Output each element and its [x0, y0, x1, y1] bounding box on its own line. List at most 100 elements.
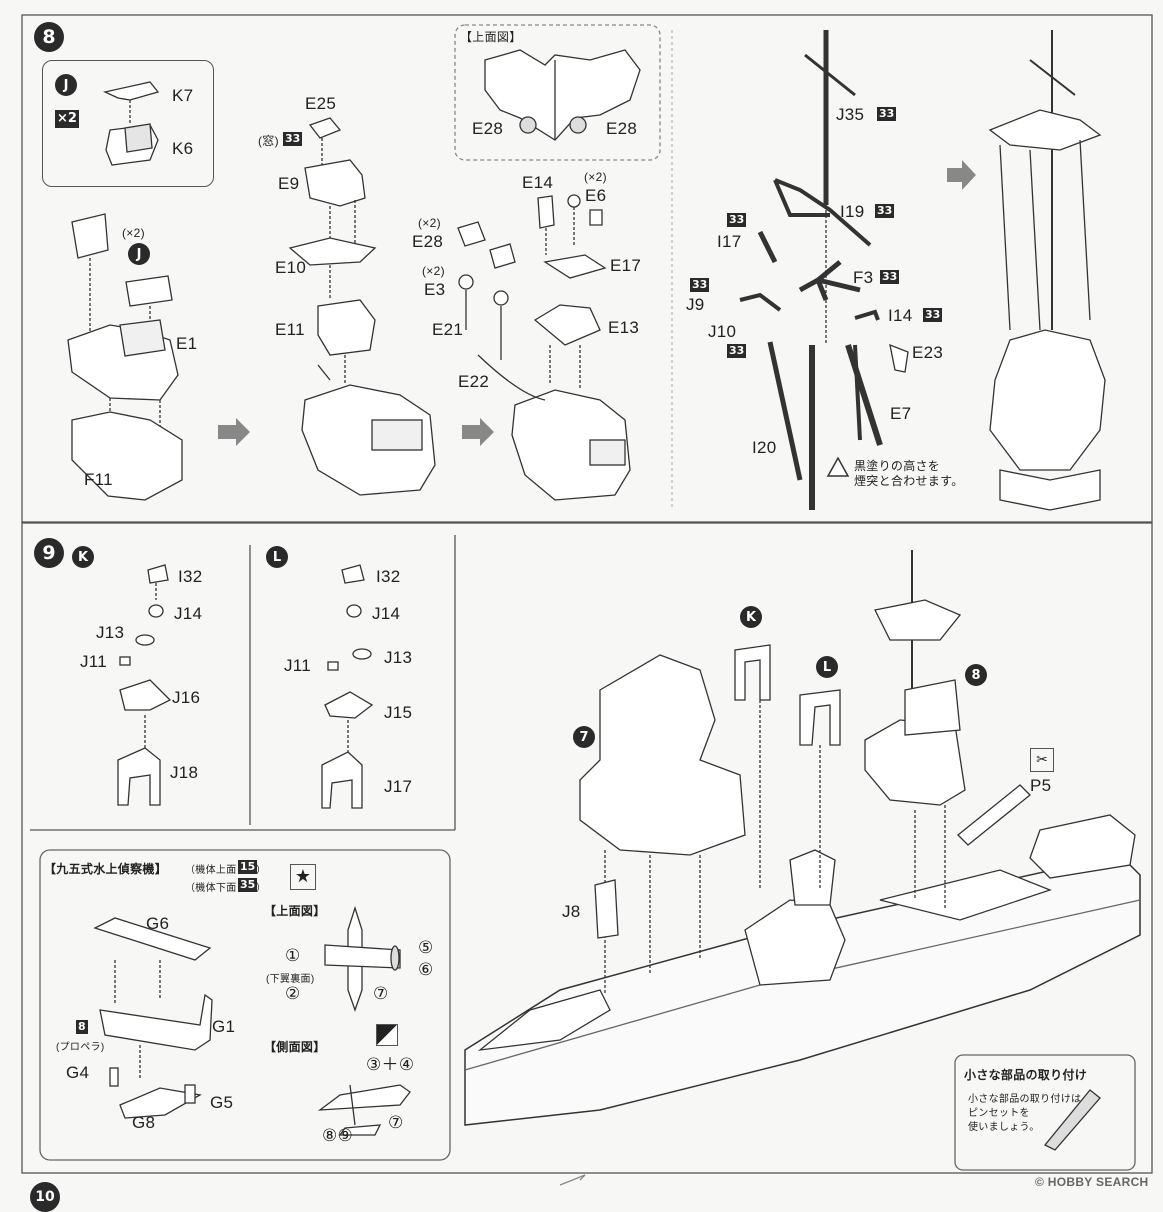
badge-k: K	[72, 546, 94, 568]
step-10-number: 10	[30, 1182, 60, 1212]
plane-top-view-title: 【上面図】	[264, 904, 326, 918]
part-j16-k: J16	[172, 688, 201, 707]
top-view-artwork	[484, 49, 641, 141]
part-g4: G4	[66, 1063, 90, 1082]
top-view-title: 【上面図】	[460, 30, 522, 44]
window-note: (窓)	[258, 134, 279, 148]
qty-e3: (×2)	[422, 264, 445, 278]
part-j9: J9	[686, 295, 705, 314]
mark-1: ①	[285, 946, 301, 965]
color-33-i14: 33	[923, 308, 943, 322]
part-j35: J35	[836, 105, 865, 124]
color-8-prop: 8	[76, 1020, 88, 1034]
bridge-assembly	[288, 117, 436, 496]
completed-mast	[988, 30, 1106, 511]
p5-crane	[957, 784, 1031, 846]
part-g8: G8	[132, 1113, 156, 1132]
part-i17: I17	[717, 232, 742, 251]
color-33-j35: 33	[877, 107, 897, 121]
part-e28-right: E28	[606, 119, 638, 138]
bridge-tower-7	[579, 654, 746, 995]
e1-turret-assembly	[67, 213, 183, 501]
aft-tower-8	[864, 550, 966, 910]
qty-e28: (×2)	[418, 216, 441, 230]
caution-line-2: 煙突と合わせます。	[854, 474, 964, 488]
part-j8: J8	[562, 902, 581, 921]
multiplier-x2: ×2	[55, 110, 79, 128]
part-p5: P5	[1030, 776, 1052, 795]
part-i19: I19	[840, 202, 865, 221]
upper-close: ）	[256, 865, 267, 876]
ship-badge-7: 7	[573, 726, 595, 748]
wing-note: (下翼裏面)	[266, 974, 315, 985]
k7-k6-parts	[102, 81, 160, 166]
tweezers-icon	[1043, 1089, 1101, 1151]
part-k7: K7	[172, 86, 194, 105]
part-e23: E23	[912, 343, 944, 362]
mast-parts	[739, 30, 909, 510]
badge-l: L	[266, 546, 288, 568]
part-e28: E28	[412, 232, 444, 251]
plane-top-view	[324, 905, 401, 1012]
mark-2: ②	[285, 984, 301, 1003]
mark-7-side: ⑦	[388, 1113, 404, 1132]
color-33-e25: 33	[283, 132, 303, 146]
part-e13: E13	[608, 318, 640, 337]
part-e7: E7	[890, 404, 912, 423]
cutter-icon: ✂	[1030, 748, 1054, 772]
part-j17-l: J17	[384, 777, 413, 796]
tip-line-3: 使いましょう。	[968, 1122, 1040, 1133]
part-g1: G1	[212, 1017, 236, 1036]
part-j15-l: J15	[384, 703, 413, 722]
color-15: 15	[238, 860, 258, 874]
watermark: © HOBBY SEARCH	[1035, 1175, 1149, 1189]
part-j13-l: J13	[384, 648, 413, 667]
part-e17: E17	[610, 256, 642, 275]
badge-j-inset: J	[55, 74, 77, 96]
tip-line-1: 小さな部品の取り付けは	[968, 1094, 1082, 1105]
mast-base-assembly	[457, 194, 631, 501]
part-e28-left: E28	[472, 119, 504, 138]
mark-3-4: ③＋④	[366, 1055, 415, 1074]
caution-line-1: 黒塗りの高さを	[854, 459, 941, 473]
l-group-parts	[321, 564, 374, 809]
part-j13-k: J13	[96, 623, 125, 642]
upper-note: （機体上面：	[185, 865, 247, 876]
color-33-j10: 33	[727, 344, 747, 358]
color-33-f3: 33	[880, 270, 900, 284]
part-f3: F3	[853, 268, 874, 287]
part-e11: E11	[275, 320, 305, 339]
color-33-i17: 33	[727, 213, 747, 227]
part-e22: E22	[458, 372, 490, 391]
battleship-hull	[464, 814, 1141, 1186]
qty-e6: (×2)	[584, 170, 607, 184]
prop-note: (プロペラ)	[56, 1042, 105, 1053]
k-l-supports	[734, 644, 841, 890]
part-e6: E6	[585, 186, 607, 205]
part-e1: E1	[176, 334, 198, 353]
mark-7-top: ⑦	[373, 984, 389, 1003]
lower-close: ）	[256, 883, 267, 894]
badge-j: J	[128, 243, 150, 265]
part-g5: G5	[210, 1093, 234, 1112]
caution-triangle	[826, 456, 850, 477]
part-j11-k: J11	[80, 652, 108, 671]
color-33-j9: 33	[690, 278, 710, 292]
part-j14-l: J14	[372, 604, 401, 623]
mark-5: ⑤	[418, 938, 434, 957]
part-j11-l: J11	[284, 656, 312, 675]
part-i14: I14	[888, 306, 913, 325]
ship-badge-k: K	[740, 606, 762, 628]
lower-note: （機体下面：	[185, 883, 247, 894]
part-i20: I20	[752, 438, 777, 457]
mark-8-9: ⑧⑨	[322, 1126, 354, 1145]
part-e3: E3	[424, 280, 446, 299]
part-j10: J10	[708, 322, 737, 341]
plane-side-view	[317, 1084, 411, 1136]
part-e25: E25	[305, 94, 337, 113]
step-8-number: 8	[34, 22, 64, 52]
star-icon: ★	[290, 864, 316, 890]
part-i32-l: I32	[376, 567, 401, 586]
tip-title: 小さな部品の取り付け	[964, 1068, 1088, 1082]
